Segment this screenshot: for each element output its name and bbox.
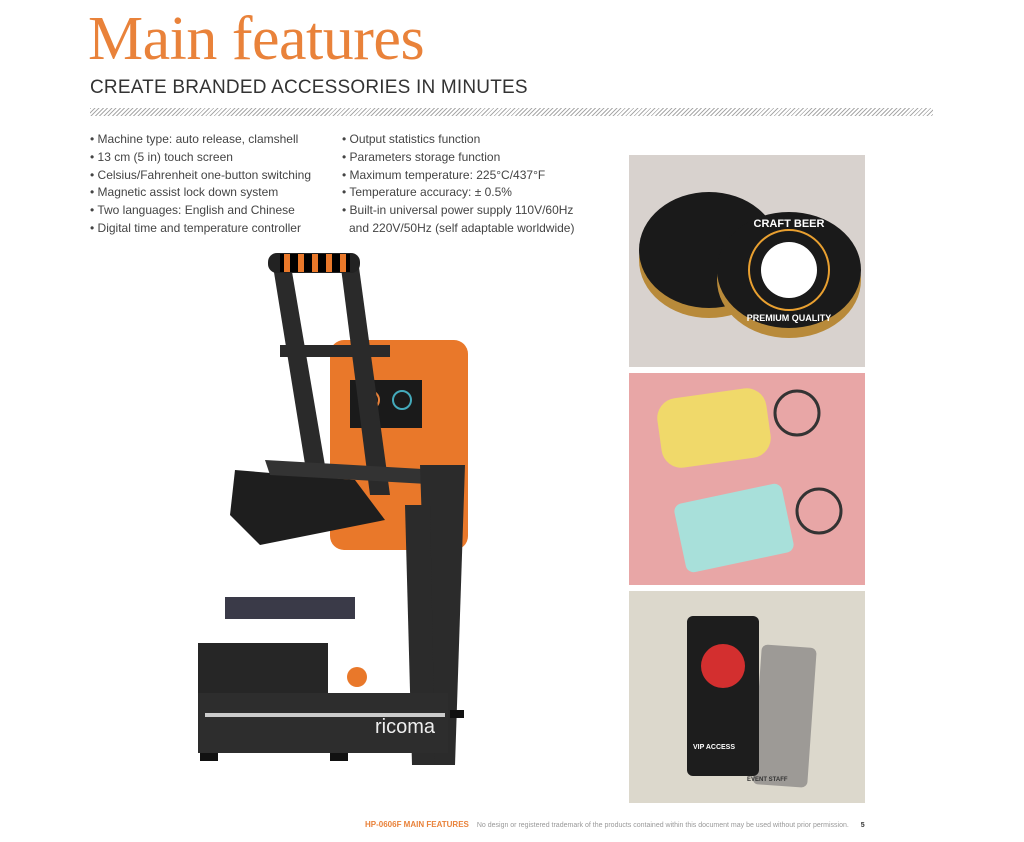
feature-item: • Machine type: auto release, clamshell: [90, 132, 299, 146]
features-list-right: • Output statistics function • Parameter…: [342, 131, 574, 238]
features-list-left: • Machine type: auto release, clamshell …: [90, 131, 311, 238]
page-subtitle: CREATE BRANDED ACCESSORIES IN MINUTES: [90, 77, 528, 98]
page-number: 5: [860, 822, 865, 829]
heat-press-machine-image: ricoma: [198, 253, 468, 765]
tag-text-vip: VIP ACCESS: [693, 744, 735, 751]
feature-item: • Two languages: English and Chinese: [90, 203, 295, 218]
feature-item: • Digital time and temperature controlle…: [90, 220, 301, 235]
page-footer: HP-0606F MAIN FEATURES No design or regi…: [365, 820, 865, 829]
footer-notice: No design or registered trademark of the…: [476, 822, 849, 829]
coaster-photo: CRAFT BEER PREMIUM QUALITY: [629, 155, 865, 367]
hatch-divider: [90, 108, 933, 116]
feature-item: • Magnetic assist lock down system: [90, 185, 279, 200]
feature-item: • 13 cm (5 in) touch screen: [90, 149, 233, 164]
feature-item: and 220V/50Hz (self adaptable worldwide): [349, 220, 575, 235]
footer-label: HP-0606F MAIN FEATURES: [365, 820, 469, 829]
coaster-text-bottom: PREMIUM QUALITY: [747, 313, 832, 323]
tag-text-staff: EVENT STAFF: [747, 777, 788, 783]
feature-item: • Parameters storage function: [342, 149, 501, 164]
coaster-text-top: CRAFT BEER: [754, 218, 825, 230]
keychain-photo: [629, 373, 865, 585]
feature-item: • Built-in universal power supply 110V/6…: [342, 203, 574, 218]
feature-item: • Maximum temperature: 225°C/437°F: [342, 167, 546, 182]
feature-item: • Temperature accuracy: ± 0.5%: [342, 185, 512, 200]
feature-item: • Celsius/Fahrenheit one-button switchin…: [90, 167, 311, 182]
page-title: Main features: [88, 5, 425, 73]
feature-item: • Output statistics function: [342, 132, 481, 146]
brand-logo-text: ricoma: [375, 716, 436, 738]
hang-tag-photo: VIP ACCESS EVENT STAFF: [629, 591, 865, 803]
